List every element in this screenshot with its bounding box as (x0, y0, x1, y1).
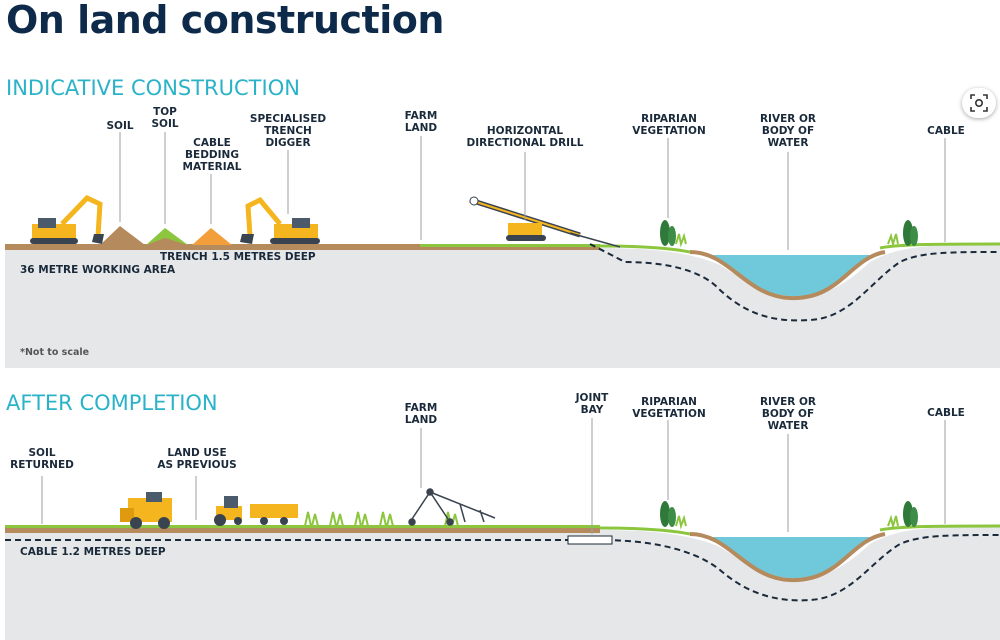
bottom-pointer-lines (41, 418, 946, 534)
not-to-scale-note: *Not to scale (20, 347, 90, 358)
bottom-ground (5, 526, 1000, 640)
riparian-vegetation-top-left (660, 220, 687, 248)
label-joint-bay: JOINT BAY (575, 392, 609, 416)
label-cable-top: CABLE (927, 125, 965, 137)
label-riparian-top: RIPARIAN VEGETATION (632, 113, 706, 137)
label-soil-returned: SOIL RETURNED (10, 447, 74, 471)
label-cable-depth: CABLE 1.2 METRES DEEP (20, 546, 166, 558)
label-riparian-bottom: RIPARIAN VEGETATION (632, 396, 706, 420)
top-ground (5, 244, 1000, 368)
bottom-riverbank (689, 532, 886, 583)
trench-digger (240, 196, 320, 244)
bottom-panel (5, 418, 1000, 640)
bottom-grass-strip (5, 525, 600, 528)
combine-harvester (120, 492, 172, 529)
hdd-rig (469, 196, 621, 248)
label-farm-land-top: FARM LAND (404, 110, 438, 134)
page-title: On land construction (6, 0, 444, 42)
soil-pile (100, 226, 145, 245)
label-farm-land-bottom: FARM LAND (404, 402, 438, 426)
bedding-pile (192, 228, 232, 245)
label-hdd: HORIZONTAL DIRECTIONAL DRILL (466, 125, 584, 149)
riparian-vegetation-bottom-right (887, 501, 918, 530)
top-soil-pile-base (146, 238, 188, 245)
label-working-area: 36 METRE WORKING AREA (20, 264, 176, 276)
excavator-left (30, 194, 104, 244)
pivot-irrigator (408, 488, 496, 526)
label-river-bottom: RIVER OR BODY OF WATER (759, 396, 817, 432)
bottom-grass-left (599, 526, 691, 536)
label-land-use: LAND USE AS PREVIOUS (157, 447, 237, 471)
visual-search-button[interactable] (962, 88, 996, 118)
joint-bay (567, 535, 613, 545)
riparian-vegetation-bottom-left (660, 501, 687, 530)
top-river (700, 255, 880, 297)
bottom-grass-right (879, 524, 1000, 532)
riparian-vegetation-top-right (887, 220, 918, 248)
label-trench-depth: TRENCH 1.5 METRES DEEP (160, 251, 316, 263)
label-soil: SOIL (106, 120, 134, 132)
top-grass-right (879, 242, 1000, 250)
top-grass-left (599, 244, 691, 254)
crop-rows (304, 511, 459, 527)
label-river-top: RIVER OR BODY OF WATER (759, 113, 817, 149)
top-riverbank (689, 250, 886, 301)
visual-search-icon (970, 94, 988, 112)
top-grass-strip (420, 244, 600, 247)
label-top-soil: TOP SOIL (151, 106, 179, 130)
top-soil-pile (146, 228, 188, 245)
section-heading-after: AFTER COMPLETION (6, 391, 218, 415)
top-cable-path (589, 243, 1000, 322)
section-heading-indicative: INDICATIVE CONSTRUCTION (6, 76, 300, 100)
bottom-soil-strip (5, 527, 600, 533)
label-cable-bedding: CABLE BEDDING MATERIAL (182, 137, 242, 173)
top-pointer-lines (119, 132, 946, 250)
top-panel (5, 132, 1000, 368)
tractor-trailer (214, 496, 298, 526)
label-trench-digger: SPECIALISED TRENCH DIGGER (249, 113, 327, 149)
bottom-river (700, 537, 880, 579)
label-cable-bottom: CABLE (927, 407, 965, 419)
